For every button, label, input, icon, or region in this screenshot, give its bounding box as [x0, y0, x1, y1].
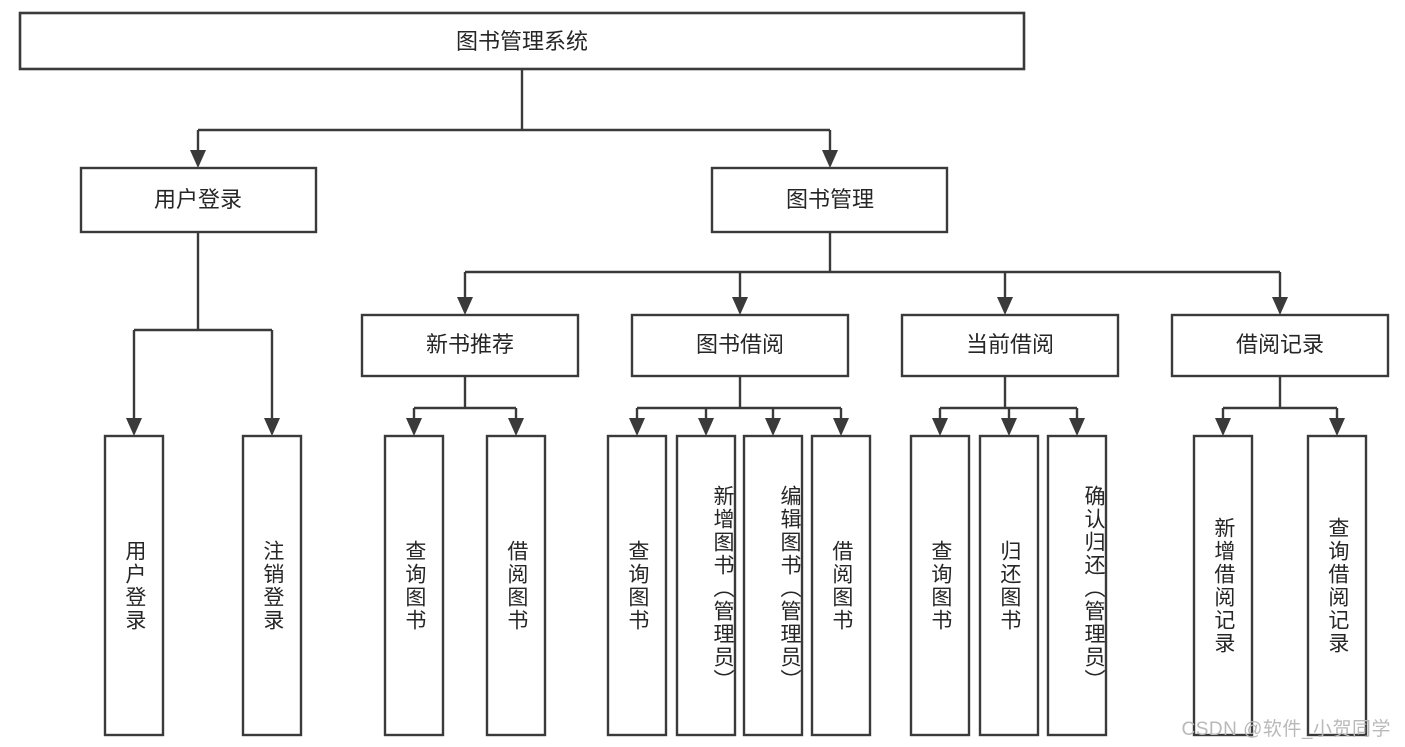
arrowhead-borrow-record-leaf2 [1329, 418, 1345, 436]
leaf-box-book-borrow-4[interactable] [810, 434, 872, 737]
watermark-text: CSDN @软件_小贺同学 [1181, 719, 1391, 740]
leaf-box-borrow-record-2[interactable] [1306, 434, 1368, 737]
connectors-root-to-level1 [190, 69, 838, 168]
arrowhead-book-borrow-leaf4 [833, 418, 849, 436]
connectors-borrow-record-to-leaves [1215, 376, 1345, 436]
leaf-box-book-borrow-1[interactable] [606, 434, 668, 737]
arrowhead-book-borrow [732, 297, 748, 315]
leaf-box-current-borrow-2[interactable] [978, 434, 1040, 737]
leaf-box-user-login-1[interactable] [103, 434, 165, 737]
leaf-box-borrow-record-1[interactable] [1192, 434, 1254, 737]
node-new-book-recommend-box[interactable] [360, 313, 580, 378]
node-book-borrow-label: 图书借阅 [696, 332, 784, 357]
arrowhead-current-borrow-leaf3 [1069, 418, 1085, 436]
arrowhead-current-borrow-leaf1 [932, 418, 948, 436]
node-book-borrow-box[interactable] [630, 313, 850, 378]
leaf-boxes-book-borrow [606, 434, 872, 737]
node-user-login-box[interactable] [79, 166, 318, 234]
arrowhead-book-borrow-leaf2 [698, 418, 714, 436]
node-user-login-label: 用户登录 [154, 187, 242, 212]
node-book-manage[interactable]: 图书管理 [710, 166, 949, 234]
node-new-book-recommend-label: 新书推荐 [426, 332, 514, 357]
arrowhead-book-manage [822, 150, 838, 168]
node-root[interactable]: 图书管理系统 [18, 11, 1026, 71]
arrowhead-new-book-leaf2 [508, 418, 524, 436]
node-root-label: 图书管理系统 [456, 29, 588, 54]
arrowhead-user-login [190, 150, 206, 168]
node-borrow-record-box[interactable] [1170, 313, 1390, 378]
node-user-login[interactable]: 用户登录 [79, 166, 318, 234]
connectors-user-login-to-leaves [126, 232, 280, 436]
leaf-box-current-borrow-1[interactable] [909, 434, 971, 737]
arrowhead-current-borrow [997, 297, 1013, 315]
leaf-box-book-borrow-3[interactable] [742, 434, 804, 737]
node-current-borrow-label: 当前借阅 [966, 332, 1054, 357]
connectors-current-borrow-to-leaves [932, 376, 1085, 436]
arrowhead-borrow-record [1272, 297, 1288, 315]
arrowhead-new-book-leaf1 [406, 418, 422, 436]
arrowhead-user-login-leaf1 [126, 418, 142, 436]
node-book-manage-box[interactable] [710, 166, 949, 234]
leaf-boxes-current-borrow [909, 434, 1108, 737]
leaf-boxes-borrow-record [1192, 434, 1368, 737]
leaf-boxes-new-book-recommend [383, 434, 547, 737]
arrowhead-book-borrow-leaf1 [629, 418, 645, 436]
arrowhead-book-borrow-leaf3 [765, 418, 781, 436]
leaf-box-new-book-2[interactable] [485, 434, 547, 737]
arrowhead-user-login-leaf2 [264, 418, 280, 436]
node-current-borrow[interactable]: 当前借阅 [900, 313, 1120, 378]
node-borrow-record-label: 借阅记录 [1236, 332, 1324, 357]
arrowhead-new-book [457, 297, 473, 315]
arrowhead-borrow-record-leaf1 [1215, 418, 1231, 436]
node-book-borrow[interactable]: 图书借阅 [630, 313, 850, 378]
leaf-boxes-user-login [103, 434, 303, 737]
node-root-box[interactable] [18, 11, 1026, 71]
connectors-book-borrow-to-leaves [629, 376, 849, 436]
connectors-new-book-to-leaves [406, 376, 524, 436]
leaf-box-current-borrow-3[interactable] [1046, 434, 1108, 737]
node-new-book-recommend[interactable]: 新书推荐 [360, 313, 580, 378]
connectors-book-manage-to-level2 [457, 232, 1288, 315]
node-borrow-record[interactable]: 借阅记录 [1170, 313, 1390, 378]
leaf-box-new-book-1[interactable] [383, 434, 445, 737]
leaf-box-user-login-2[interactable] [241, 434, 303, 737]
node-current-borrow-box[interactable] [900, 313, 1120, 378]
leaf-box-book-borrow-2[interactable] [675, 434, 737, 737]
arrowhead-current-borrow-leaf2 [1001, 418, 1017, 436]
node-book-manage-label: 图书管理 [786, 187, 874, 212]
